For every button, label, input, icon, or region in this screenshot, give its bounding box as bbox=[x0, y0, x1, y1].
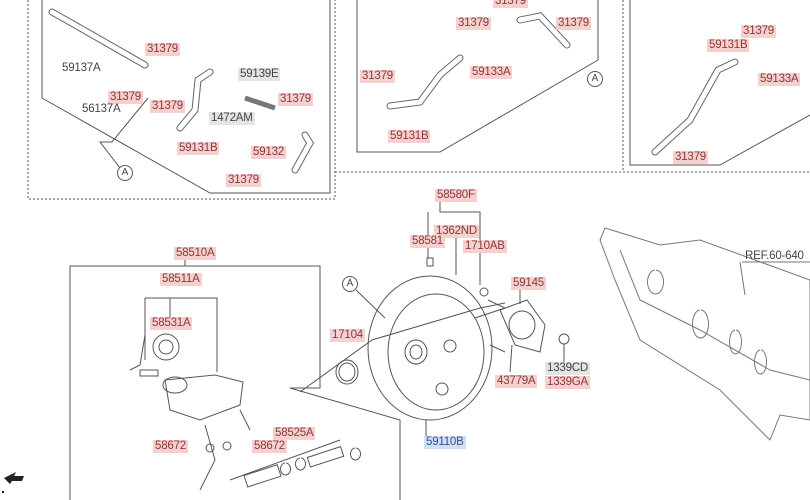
part-number-label[interactable]: 1710AB bbox=[463, 240, 507, 253]
gasket-plate-drawing bbox=[489, 290, 570, 373]
part-number-label[interactable]: 31379 bbox=[673, 151, 708, 164]
part-number-label[interactable]: 58672 bbox=[252, 440, 287, 453]
part-number-label[interactable]: 59145 bbox=[511, 277, 546, 290]
part-number-label[interactable]: 1339CD bbox=[545, 362, 590, 375]
part-number-label[interactable]: 59133A bbox=[758, 73, 801, 86]
panel-outline bbox=[41, 0, 331, 194]
part-number-label[interactable]: 31379 bbox=[360, 70, 395, 83]
part-number-label[interactable]: 58510A bbox=[174, 247, 217, 260]
part-number-label[interactable]: 58581 bbox=[410, 235, 445, 248]
part-number-label[interactable]: 59133A bbox=[470, 66, 513, 79]
direction-arrow-icon bbox=[4, 472, 24, 484]
callout-marker-a: A bbox=[587, 71, 603, 87]
part-number-label[interactable]: 58672 bbox=[153, 440, 188, 453]
part-number-label[interactable]: 58511A bbox=[160, 273, 202, 286]
dash-panel-drawing bbox=[599, 227, 810, 441]
dashed-frames bbox=[27, 0, 810, 200]
hose-drawings bbox=[48, 8, 739, 174]
part-number-label[interactable]: 59139E bbox=[238, 68, 281, 81]
part-number-label[interactable]: 58531A bbox=[150, 317, 193, 330]
part-number-label[interactable]: 31379 bbox=[456, 17, 491, 30]
part-number-label[interactable]: 31379 bbox=[150, 100, 185, 113]
reservoir-drawing bbox=[129, 333, 361, 491]
part-number-label[interactable]: 1472AM bbox=[209, 112, 255, 125]
part-number-label[interactable]: 59131B bbox=[707, 39, 750, 52]
part-number-label[interactable]: 59110B bbox=[424, 436, 466, 449]
part-number-label[interactable]: 1362ND bbox=[434, 225, 479, 238]
part-number-label[interactable]: REF.60-640 bbox=[745, 250, 804, 262]
part-number-label[interactable]: 17104 bbox=[330, 329, 365, 342]
part-number-label[interactable]: 59131B bbox=[177, 142, 220, 155]
panel-outline bbox=[629, 0, 810, 166]
part-number-label[interactable]: 59131B bbox=[388, 130, 431, 143]
part-number-label[interactable]: 31379 bbox=[226, 174, 261, 187]
part-number-label[interactable]: 56137A bbox=[82, 103, 121, 115]
brake-booster-drawing bbox=[299, 275, 507, 436]
part-number-label[interactable]: 43779A bbox=[495, 375, 538, 388]
panel-outline bbox=[356, 0, 599, 153]
part-number-label[interactable]: 31379 bbox=[493, 0, 528, 8]
part-number-label[interactable]: 31379 bbox=[278, 93, 313, 106]
callout-marker-a: A bbox=[342, 276, 358, 292]
part-number-label[interactable]: 1339GA bbox=[545, 376, 590, 389]
part-number-label[interactable]: 58525A bbox=[273, 427, 316, 440]
master-cylinder-box bbox=[69, 265, 401, 500]
part-number-label[interactable]: 31379 bbox=[145, 43, 180, 56]
part-number-label[interactable]: 59137A bbox=[62, 62, 101, 74]
part-number-label[interactable]: 59132 bbox=[251, 146, 286, 159]
part-number-label[interactable]: 58580F bbox=[435, 189, 477, 202]
part-number-label[interactable]: 31379 bbox=[741, 25, 776, 38]
part-number-label[interactable]: 31379 bbox=[108, 91, 143, 104]
callout-marker-a: A bbox=[117, 165, 133, 181]
part-number-label[interactable]: 31379 bbox=[556, 17, 591, 30]
